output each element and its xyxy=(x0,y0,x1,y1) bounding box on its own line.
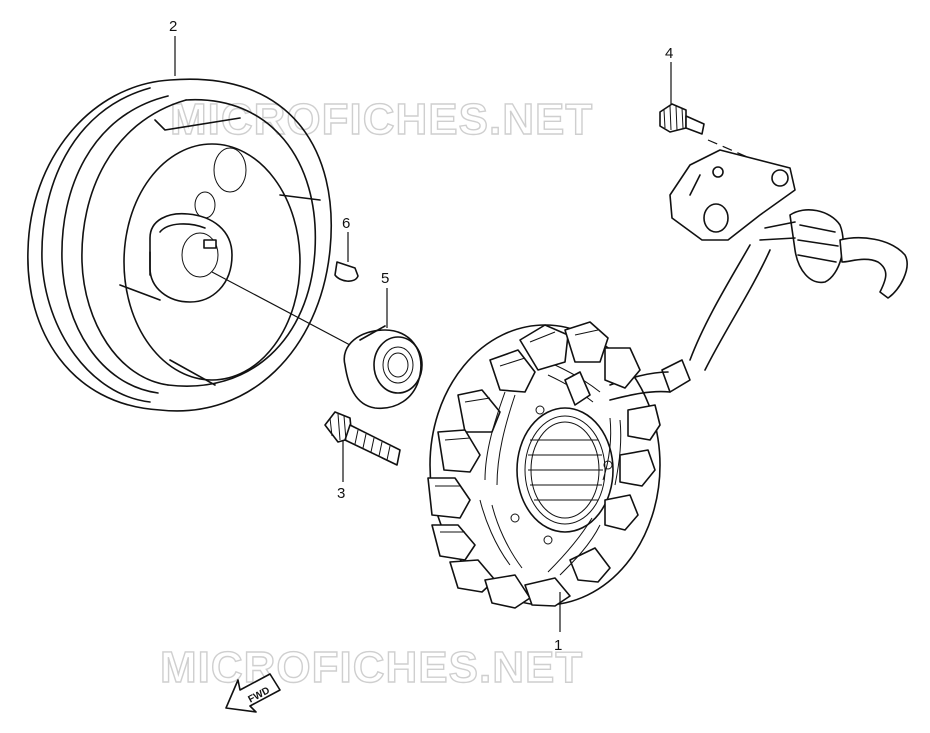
callout-4: 4 xyxy=(665,45,673,62)
stator-pole-4 xyxy=(489,349,536,393)
watermark-bottom: MICROFICHES.NET xyxy=(160,643,583,692)
sensor-screw[interactable] xyxy=(659,103,705,135)
callout-2: 2 xyxy=(169,18,177,35)
stator-pole-11 xyxy=(524,577,571,607)
callout-6: 6 xyxy=(342,215,350,232)
stator-pole-2 xyxy=(564,321,609,363)
callout-3: 3 xyxy=(337,485,345,502)
stator-pole-15 xyxy=(627,404,661,441)
stator-pole-13 xyxy=(604,494,639,531)
stator-pole-5 xyxy=(457,389,501,433)
rotor[interactable] xyxy=(27,78,332,412)
watermark-top: MICROFICHES.NET xyxy=(170,95,593,144)
stator-pole-1 xyxy=(519,324,569,371)
stator-pole-6 xyxy=(437,429,481,473)
stator-pole-3 xyxy=(604,347,641,389)
callout-5: 5 xyxy=(381,270,389,287)
stator-pole-12 xyxy=(569,547,611,583)
stator[interactable] xyxy=(427,321,661,609)
pickup-sensor[interactable] xyxy=(609,149,908,401)
stator-pole-14 xyxy=(619,449,656,487)
callout-1: 1 xyxy=(554,637,562,654)
rotor-bolt[interactable] xyxy=(324,411,401,466)
fwd-arrow: FWD xyxy=(225,673,281,713)
rotor-nut[interactable] xyxy=(343,325,423,410)
woodruff-key[interactable] xyxy=(334,261,359,282)
stator-pole-10 xyxy=(484,574,531,609)
stator-pole-8 xyxy=(431,524,476,561)
stator-pole-7 xyxy=(427,477,471,519)
